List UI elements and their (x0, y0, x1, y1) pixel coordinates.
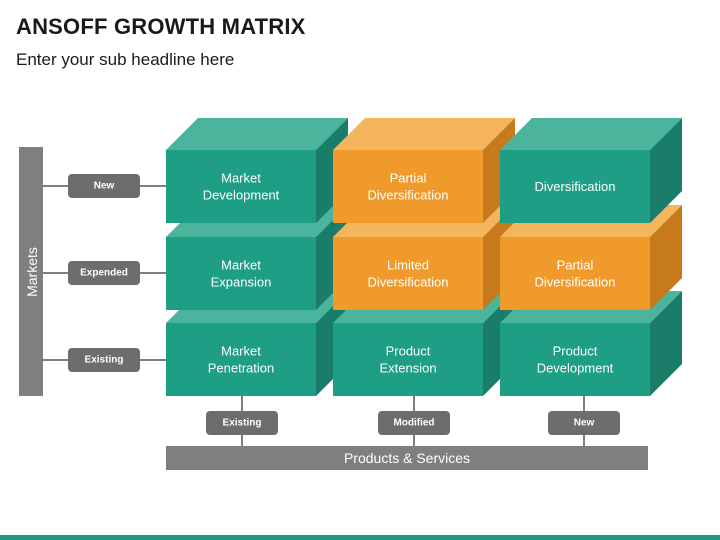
cube-side-face (650, 205, 682, 310)
cube-front-face (333, 323, 483, 396)
cube-front-face (333, 237, 483, 310)
cube-front-face (333, 150, 483, 223)
cell-label-line: Diversification (535, 179, 616, 194)
cell-label-line: Diversification (368, 275, 449, 290)
cube-top-face (500, 118, 682, 150)
products-axis-bar (166, 446, 648, 470)
cube-side-face (650, 291, 682, 396)
page-subtitle: Enter your sub headline here (16, 50, 235, 69)
cube-front-face (166, 237, 316, 310)
cell-label-line: Limited (387, 258, 429, 273)
cube-front-face (166, 150, 316, 223)
markets-axis-bar (19, 147, 43, 396)
row-label-box (68, 348, 140, 372)
cube-top-face (166, 118, 348, 150)
cell-label-line: Development (203, 188, 280, 203)
row-label-existing: Existing (85, 355, 124, 366)
markets-axis-label: Markets (24, 247, 40, 297)
cell-label-line: Product (386, 344, 431, 359)
cube-top-face (333, 118, 515, 150)
row-label-box (68, 261, 140, 285)
cube-front-face (166, 323, 316, 396)
matrix-cell-diversification: Diversification (500, 118, 682, 223)
col-label-modified: Modified (393, 418, 434, 429)
page-title: ANSOFF GROWTH MATRIX (16, 14, 306, 39)
cell-label-line: Partial (557, 258, 594, 273)
col-label-box (548, 411, 620, 435)
cell-label-line: Market (221, 344, 261, 359)
cell-label-line: Extension (379, 361, 436, 376)
row-label-expended: Expended (80, 268, 128, 279)
cell-label-line: Expansion (211, 275, 272, 290)
cube-side-face (650, 118, 682, 223)
cube-front-face (500, 150, 650, 223)
cell-label-line: Product (553, 344, 598, 359)
col-label-box (378, 411, 450, 435)
cell-label-line: Partial (390, 171, 427, 186)
cell-label-line: Penetration (208, 361, 275, 376)
products-axis-label: Products & Services (344, 450, 470, 466)
cell-label-line: Market (221, 171, 261, 186)
cell-label-line: Diversification (535, 275, 616, 290)
footer-accent-bar (0, 535, 720, 540)
cell-label-line: Market (221, 258, 261, 273)
row-label-new: New (94, 181, 115, 192)
cube-front-face (500, 237, 650, 310)
col-label-box (206, 411, 278, 435)
cube-front-face (500, 323, 650, 396)
col-label-existing: Existing (223, 418, 262, 429)
col-label-new: New (574, 418, 595, 429)
row-label-box (68, 174, 140, 198)
cell-label-line: Development (537, 361, 614, 376)
cell-label-line: Diversification (368, 188, 449, 203)
